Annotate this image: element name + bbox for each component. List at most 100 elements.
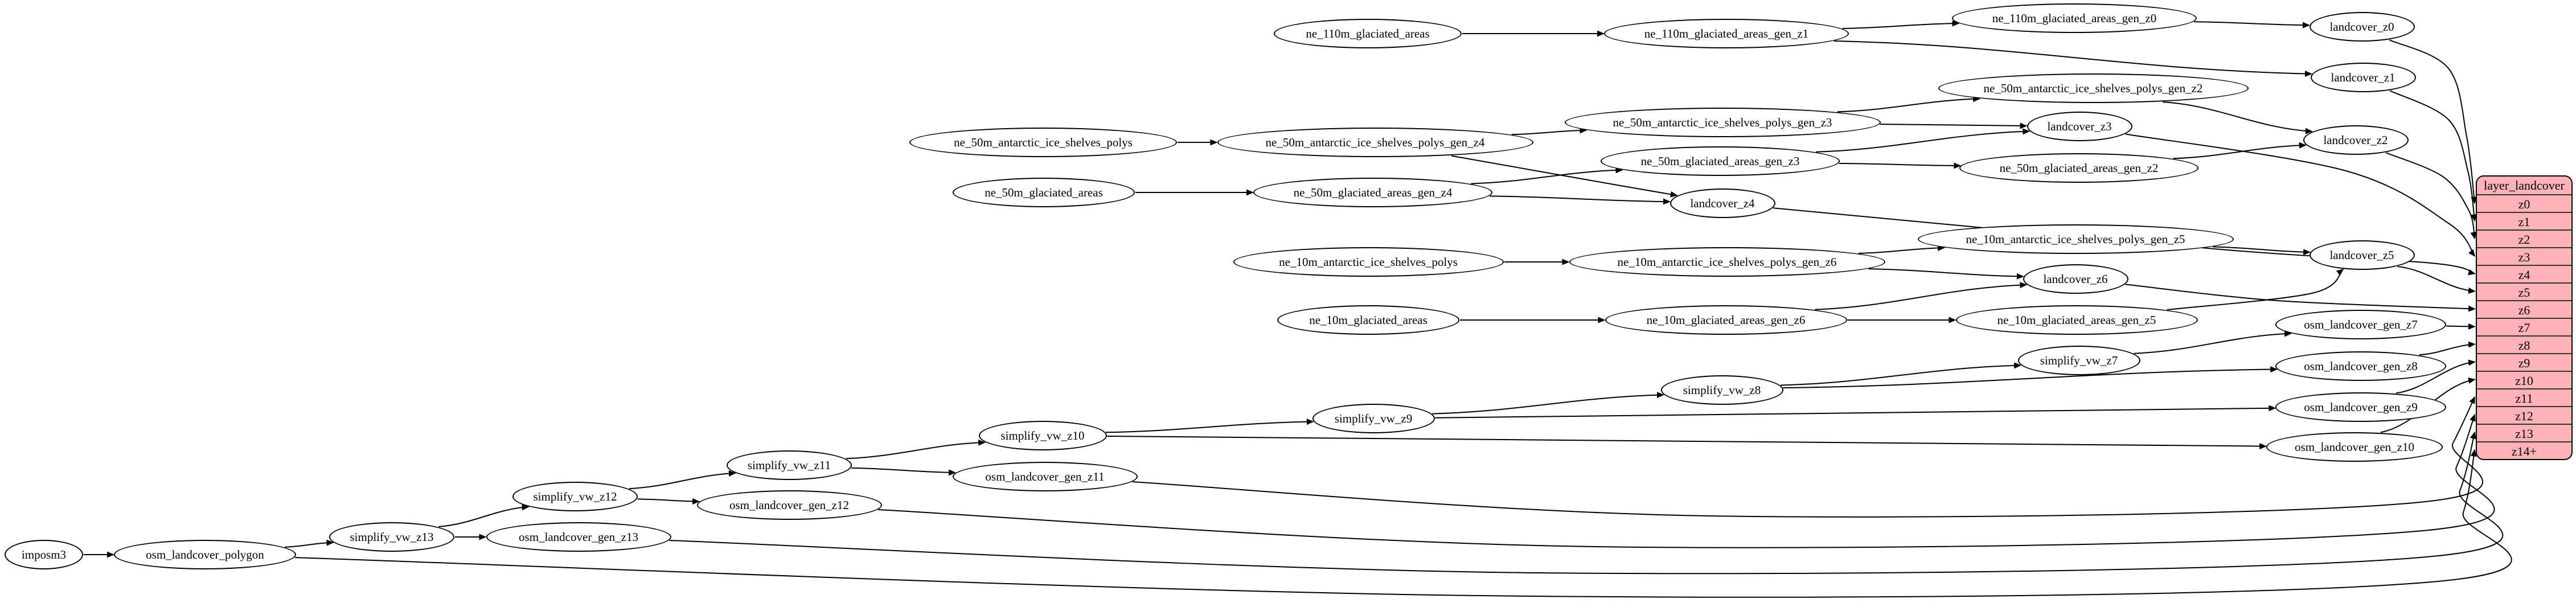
edge-ne_50m_antarctic_ice_shelves_polys_gen_z3-to-landcover_z3 [1880, 122, 2028, 129]
node-imposm3: imposm3 [5, 540, 83, 569]
node-ne_110m_glaciated_areas_gen_z1: ne_110m_glaciated_areas_gen_z1 [1604, 19, 1849, 48]
edge-ne_50m_glaciated_areas_gen_z3-to-ne_50m_glaciated_areas_gen_z2 [1839, 162, 1962, 169]
edge-simplify_vw_z12-to-osm_landcover_gen_z12 [637, 498, 700, 505]
edge-simplify_vw_z11-to-simplify_vw_z10 [846, 439, 986, 460]
layer-row-z8: z8 [2477, 335, 2571, 353]
node-simplify_vw_z9: simplify_vw_z9 [1312, 404, 1435, 433]
edge-simplify_vw_z10-to-simplify_vw_z9 [1105, 419, 1314, 433]
edge-simplify_vw_z10-to-osm_landcover_gen_z10 [1107, 435, 2267, 450]
layer-row-z2: z2 [2477, 229, 2571, 247]
node-simplify_vw_z12: simplify_vw_z12 [512, 482, 638, 511]
node-osm_landcover_gen_z12: osm_landcover_gen_z12 [696, 490, 882, 520]
node-simplify_vw_z11: simplify_vw_z11 [727, 450, 852, 480]
node-osm_landcover_gen_z7: osm_landcover_gen_z7 [2275, 310, 2446, 339]
edge-osm_landcover_gen_z8-to-layer_landcover.z8 [2419, 341, 2476, 356]
node-ne_50m_glaciated_areas_gen_z3: ne_50m_glaciated_areas_gen_z3 [1601, 146, 1840, 176]
node-ne_10m_antarctic_ice_shelves_polys_gen_z5: ne_10m_antarctic_ice_shelves_polys_gen_z… [1917, 224, 2234, 254]
node-ne_10m_antarctic_ice_shelves_polys: ne_10m_antarctic_ice_shelves_polys [1233, 247, 1504, 277]
edge-simplify_vw_z7-to-osm_landcover_gen_z7 [2134, 330, 2292, 354]
node-landcover_z1: landcover_z1 [2310, 63, 2416, 92]
node-ne_10m_antarctic_ice_shelves_polys_gen_z6: ne_10m_antarctic_ice_shelves_polys_gen_z… [1569, 247, 1885, 277]
edge-ne_50m_glaciated_areas_gen_z4-to-ne_50m_glaciated_areas_gen_z3 [1471, 167, 1623, 184]
node-landcover_z6: landcover_z6 [2023, 264, 2128, 294]
edge-ne_110m_glaciated_areas_gen_z1-to-landcover_z1 [1834, 40, 2313, 77]
edge-osm_landcover_polygon-to-layer_landcover.z14+ [295, 449, 2512, 598]
node-ne_50m_glaciated_areas_gen_z4: ne_50m_glaciated_areas_gen_z4 [1253, 178, 1492, 207]
node-simplify_vw_z7: simplify_vw_z7 [2017, 346, 2140, 375]
edge-landcover_z4-to-layer_landcover.z4 [1773, 207, 2476, 276]
edge-ne_10m_antarctic_ice_shelves_polys_gen_z5-to-landcover_z5 [2213, 246, 2311, 256]
edge-ne_10m_antarctic_ice_shelves_polys_gen_z6-to-ne_10m_antarctic_ice_shelves_polys_gen_z5 [1858, 244, 1946, 254]
edge-osm_landcover_gen_z13-to-layer_landcover.z13 [669, 431, 2504, 575]
layer-table-title: layer_landcover [2484, 178, 2565, 192]
edge-landcover_z0-to-layer_landcover.z0 [2389, 39, 2477, 204]
node-osm_landcover_gen_z13: osm_landcover_gen_z13 [486, 522, 671, 552]
edge-ne_50m_glaciated_areas_gen_z2-to-landcover_z2 [2173, 142, 2307, 159]
node-landcover_z0: landcover_z0 [2309, 12, 2415, 42]
edge-simplify_vw_z8-to-simplify_vw_z7 [1780, 362, 2022, 386]
edge-simplify_vw_z11-to-osm_landcover_gen_z11 [851, 467, 957, 476]
edge-osm_landcover_gen_z7-to-layer_landcover.z7 [2446, 323, 2476, 330]
edge-ne_50m_antarctic_ice_shelves_polys_gen_z4-to-ne_50m_antarctic_ice_shelves_polys_gen_z3 [1511, 127, 1588, 136]
layer-row-z1: z1 [2477, 212, 2571, 229]
edge-landcover_z6-to-layer_landcover.z6 [2125, 284, 2476, 312]
layer-row-z13: z13 [2477, 424, 2571, 441]
node-osm_landcover_polygon: osm_landcover_polygon [114, 540, 296, 569]
node-osm_landcover_gen_z8: osm_landcover_gen_z8 [2275, 351, 2446, 381]
layer-row-z5: z5 [2477, 282, 2571, 300]
layer-row-z4: z4 [2477, 265, 2571, 282]
node-landcover_z2: landcover_z2 [2303, 125, 2409, 155]
edge-landcover_z2-to-layer_landcover.z2 [2385, 152, 2477, 240]
edge-simplify_vw_z12-to-simplify_vw_z11 [629, 470, 736, 490]
edge-landcover_z5-to-layer_landcover.z5 [2397, 266, 2476, 294]
layer-row-z3: z3 [2477, 247, 2571, 265]
edge-ne_10m_glaciated_areas_gen_z5-to-landcover_z5 [2167, 269, 2344, 310]
edge-ne_50m_antarctic_ice_shelves_polys_gen_z3-to-ne_50m_antarctic_ice_shelves_polys_gen_z2 [1837, 96, 1981, 113]
node-osm_landcover_gen_z11: osm_landcover_gen_z11 [952, 462, 1138, 491]
node-ne_110m_glaciated_areas: ne_110m_glaciated_areas [1274, 19, 1462, 48]
layer-row-z14+: z14+ [2477, 441, 2571, 459]
edge-osm_landcover_gen_z11-to-layer_landcover.z11 [1132, 396, 2483, 518]
layer-row-z0: z0 [2477, 194, 2571, 212]
node-landcover_z5: landcover_z5 [2309, 240, 2415, 270]
edge-ne_50m_antarctic_ice_shelves_polys_gen_z2-to-landcover_z2 [2163, 101, 2313, 134]
node-ne_10m_glaciated_areas_gen_z6: ne_10m_glaciated_areas_gen_z6 [1605, 305, 1847, 335]
node-simplify_vw_z13: simplify_vw_z13 [329, 522, 454, 552]
edge-ne_50m_glaciated_areas_gen_z4-to-landcover_z4 [1490, 195, 1671, 205]
node-ne_50m_glaciated_areas: ne_50m_glaciated_areas [953, 178, 1135, 207]
layer-row-z7: z7 [2477, 318, 2571, 335]
edge-ne_110m_glaciated_areas_gen_z0-to-landcover_z0 [2194, 21, 2310, 28]
node-ne_10m_glaciated_areas: ne_10m_glaciated_areas [1277, 305, 1459, 335]
node-osm_landcover_gen_z9: osm_landcover_gen_z9 [2275, 392, 2446, 422]
layer-row-z12: z12 [2477, 406, 2571, 424]
edge-landcover_z1-to-layer_landcover.z1 [2389, 90, 2477, 222]
node-ne_50m_antarctic_ice_shelves_polys_gen_z4: ne_50m_antarctic_ice_shelves_polys_gen_z… [1217, 128, 1533, 157]
layer-row-z9: z9 [2477, 353, 2571, 371]
node-osm_landcover_gen_z10: osm_landcover_gen_z10 [2266, 432, 2443, 462]
node-ne_50m_antarctic_ice_shelves_polys_gen_z3: ne_50m_antarctic_ice_shelves_polys_gen_z… [1564, 108, 1881, 137]
edge-osm_landcover_polygon-to-simplify_vw_z13 [285, 539, 334, 548]
edge-osm_landcover_gen_z12-to-layer_landcover.z12 [877, 413, 2495, 548]
layer-row-z11: z11 [2477, 388, 2571, 406]
node-ne_110m_glaciated_areas_gen_z0: ne_110m_glaciated_areas_gen_z0 [1952, 3, 2197, 33]
edge-ne_10m_antarctic_ice_shelves_polys_gen_z6-to-landcover_z6 [1868, 268, 2024, 280]
edge-simplify_vw_z8-to-osm_landcover_gen_z8 [1783, 366, 2278, 388]
edge-ne_50m_glaciated_areas_gen_z3-to-landcover_z3 [1816, 128, 2031, 153]
edge-osm_landcover_gen_z9-to-layer_landcover.z9 [2395, 359, 2476, 394]
node-simplify_vw_z8: simplify_vw_z8 [1660, 375, 1783, 405]
edge-landcover_z3-to-layer_landcover.z3 [2125, 133, 2476, 257]
layer-row-z10: z10 [2477, 371, 2571, 388]
node-landcover_z4: landcover_z4 [1670, 188, 1775, 218]
edge-simplify_vw_z9-to-simplify_vw_z8 [1432, 392, 1664, 415]
edge-ne_50m_antarctic_ice_shelves_polys_gen_z4-to-landcover_z4 [1451, 155, 1678, 198]
edge-simplify_vw_z9-to-osm_landcover_gen_z9 [1435, 405, 2276, 419]
node-ne_50m_antarctic_ice_shelves_polys_gen_z2: ne_50m_antarctic_ice_shelves_polys_gen_z… [1938, 73, 2249, 103]
node-ne_50m_glaciated_areas_gen_z2: ne_50m_glaciated_areas_gen_z2 [1959, 153, 2198, 183]
layer-row-z6: z6 [2477, 300, 2571, 318]
node-ne_10m_glaciated_areas_gen_z5: ne_10m_glaciated_areas_gen_z5 [1955, 305, 2198, 335]
edge-ne_10m_glaciated_areas_gen_z6-to-landcover_z6 [1815, 282, 2028, 310]
node-landcover_z3: landcover_z3 [2027, 112, 2132, 141]
